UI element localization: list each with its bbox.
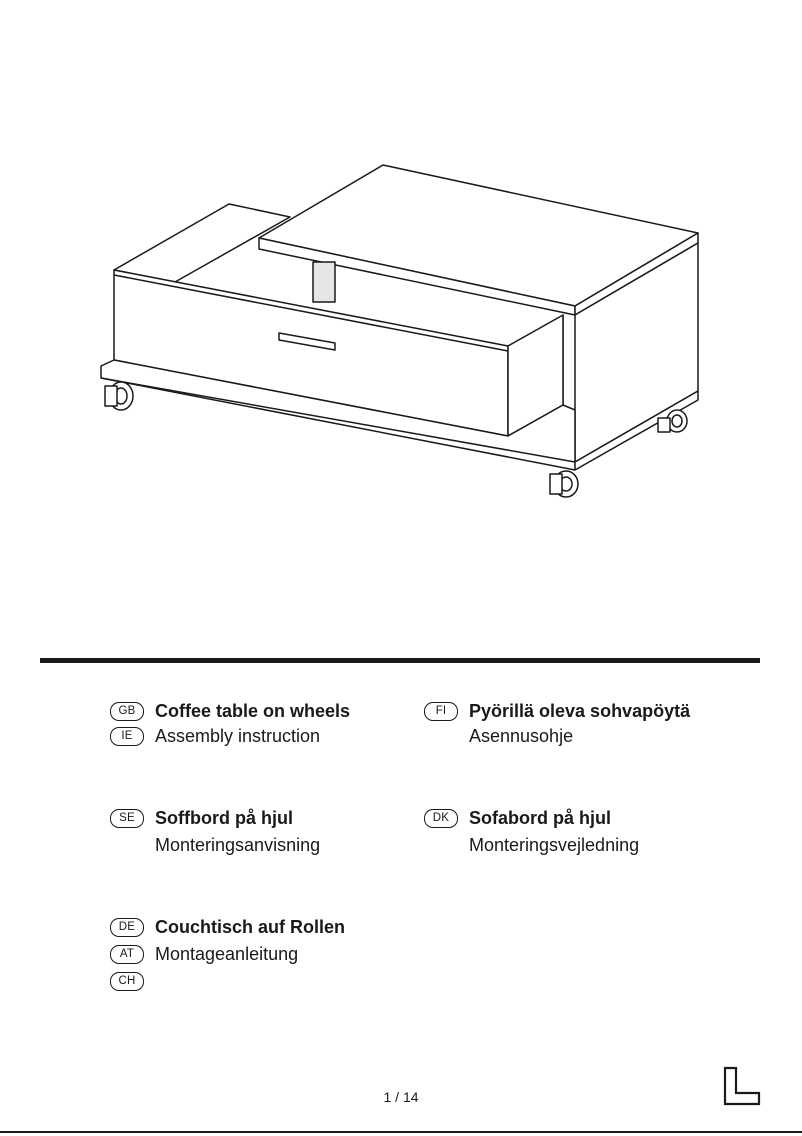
l-shaped-logo-icon bbox=[723, 1066, 761, 1106]
product-title-dk: Sofabord på hjul bbox=[469, 808, 611, 828]
badge-fi: FI bbox=[424, 702, 458, 721]
product-title-gb: Coffee table on wheels bbox=[155, 701, 351, 721]
bottom-border bbox=[0, 1131, 802, 1133]
badge-ch: CH bbox=[110, 972, 144, 991]
badge-ie: IE bbox=[110, 727, 144, 746]
badge-gb: GB bbox=[110, 702, 144, 721]
page-indicator: 1 / 14 bbox=[383, 1089, 419, 1105]
product-title-fi: Pyörillä oleva sohvapöytä bbox=[469, 701, 691, 721]
product-subtitle-se: Monteringsanvisning bbox=[155, 835, 321, 855]
badge-at: AT bbox=[110, 945, 144, 964]
section-divider bbox=[40, 658, 760, 663]
product-title-se: Soffbord på hjul bbox=[155, 808, 293, 828]
product-title-de: Couchtisch auf Rollen bbox=[155, 917, 346, 937]
badge-dk: DK bbox=[424, 809, 458, 828]
product-subtitle-fi: Asennusohje bbox=[469, 726, 574, 746]
coffee-table-illustration bbox=[100, 164, 699, 498]
badge-se: SE bbox=[110, 809, 144, 828]
product-subtitle-de: Montageanleitung bbox=[155, 944, 299, 964]
product-subtitle-dk: Monteringsvejledning bbox=[469, 835, 640, 855]
badge-de: DE bbox=[110, 918, 144, 937]
product-subtitle-gb: Assembly instruction bbox=[155, 726, 321, 746]
